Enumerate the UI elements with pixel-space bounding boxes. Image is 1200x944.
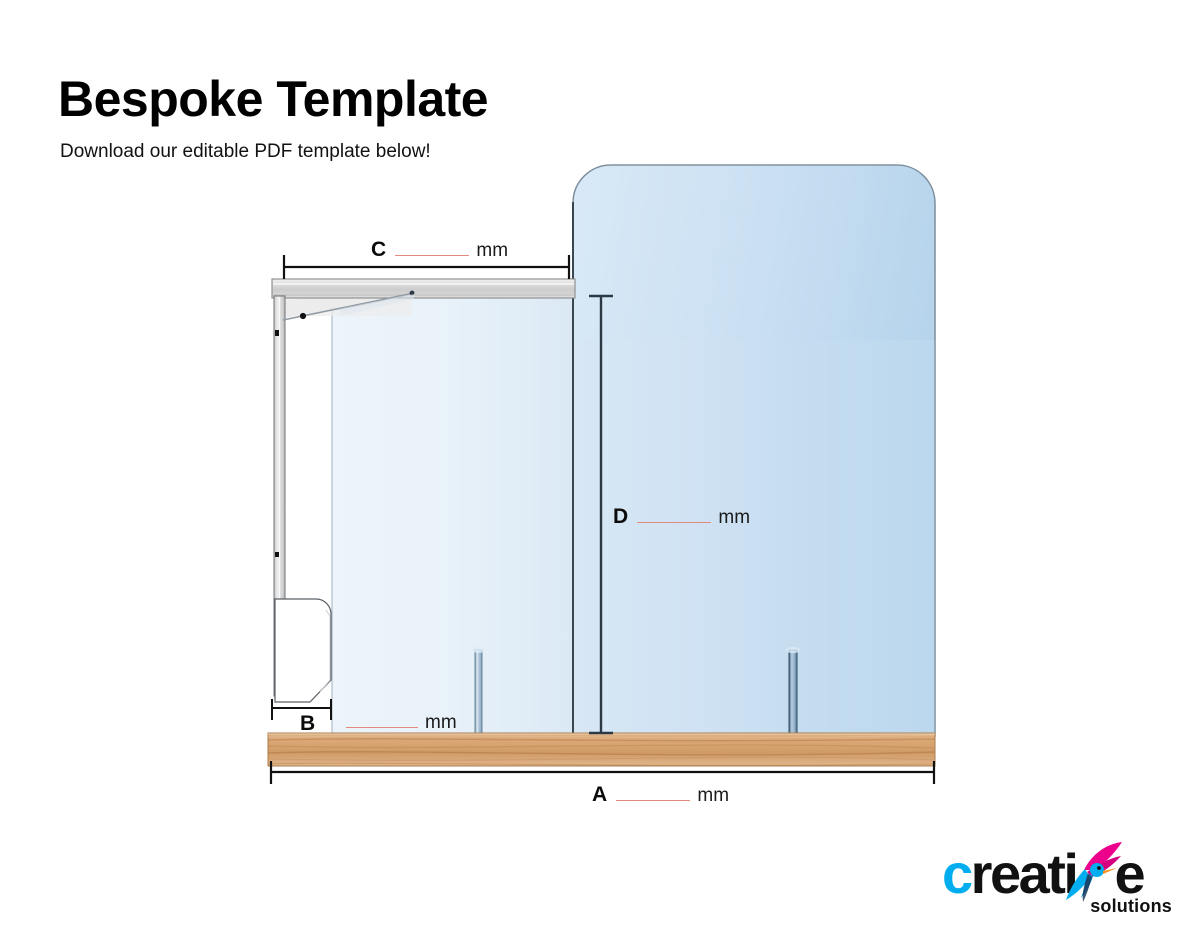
dimension-line-B bbox=[271, 699, 332, 720]
page-title: Bespoke Template bbox=[58, 71, 489, 127]
logo-tagline: solutions bbox=[1090, 896, 1172, 916]
dimension-line-A bbox=[269, 761, 936, 784]
page-subtitle: Download our editable PDF template below… bbox=[60, 141, 431, 162]
logo-letter-e: e bbox=[1114, 842, 1145, 905]
logo-letters-reati: reati bbox=[970, 842, 1079, 905]
glass-panel-right bbox=[572, 164, 936, 737]
wooden-floor bbox=[267, 732, 936, 767]
hummingbird-icon bbox=[1066, 842, 1122, 902]
dimension-line-D bbox=[589, 294, 613, 735]
top-rail bbox=[271, 278, 576, 299]
support-arm bbox=[282, 290, 415, 321]
glass-panel-left bbox=[331, 295, 574, 737]
dimension-line-C bbox=[282, 255, 571, 279]
lower-side-panel bbox=[274, 598, 332, 703]
logo-letter-c: c bbox=[942, 842, 973, 905]
